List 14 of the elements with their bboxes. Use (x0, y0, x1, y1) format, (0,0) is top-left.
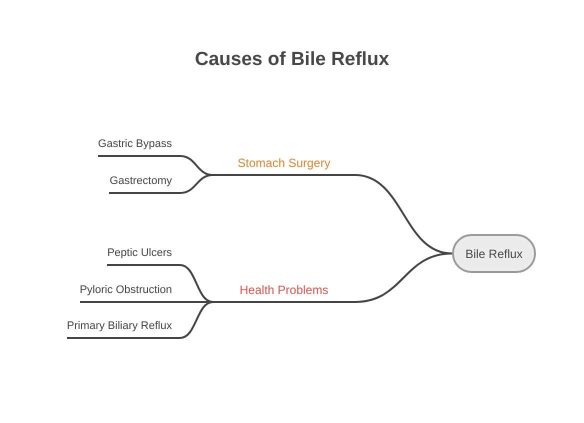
subtopic-label: Gastrectomy (109, 174, 180, 194)
subtopic-label: Pyloric Obstruction (80, 283, 180, 303)
topic-label: Health Problems (213, 283, 355, 303)
connector-line (179, 301, 214, 303)
subtopic-label: Primary Biliary Reflux (66, 319, 180, 339)
topic-label: Stomach Surgery (213, 156, 355, 176)
connector-line (179, 174, 214, 194)
subtopic-label: Peptic Ulcers (107, 246, 180, 266)
central-topic-box: Bile Reflux (452, 234, 536, 273)
connector-line (179, 264, 214, 303)
connector-line (354, 252, 453, 303)
subtopic-label: Gastric Bypass (98, 137, 180, 157)
connector-line (179, 301, 214, 339)
diagram-title: Causes of Bile Reflux (194, 48, 390, 72)
